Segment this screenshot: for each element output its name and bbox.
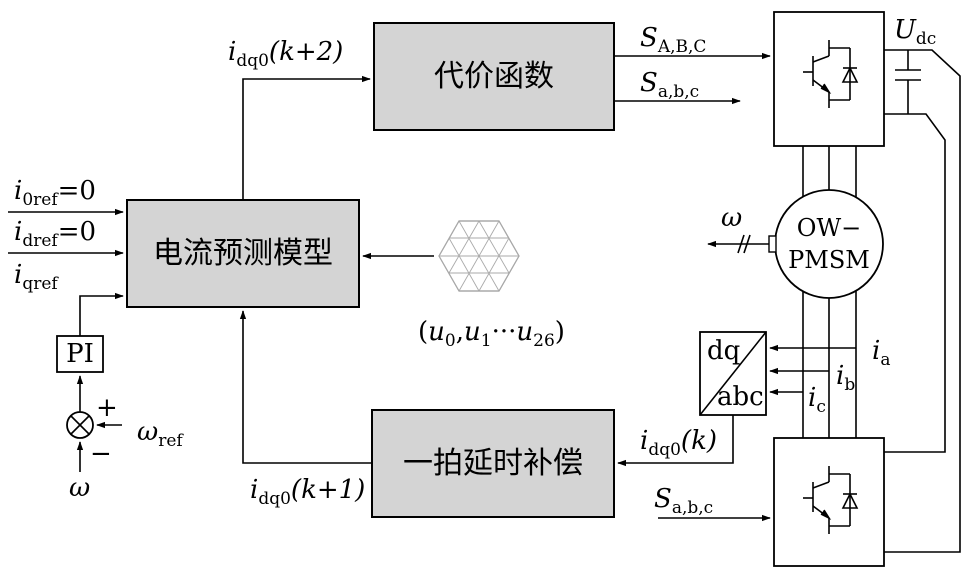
ow-pmsm-motor [774, 189, 884, 299]
label-i0ref: i0ref=0 [14, 176, 96, 210]
plus-sign: + [96, 393, 118, 423]
label-Udc: Udc [894, 15, 936, 49]
motor-shaft [768, 235, 777, 253]
motor-label-line2: PMSM [788, 246, 870, 274]
measurement-tick [737, 234, 745, 254]
summing-junction [66, 411, 94, 439]
measurement-tick [743, 234, 751, 254]
cost-function-label: 代价函数 [434, 59, 554, 94]
top-inverter [773, 11, 885, 147]
label-S-abc-bottom: Sa,b,c [654, 484, 713, 518]
power-stage [768, 11, 961, 567]
label-iqref: iqref [14, 260, 59, 294]
label-idq0-k2: idq0(k+2) [228, 37, 343, 71]
space-vector-hexagon [438, 220, 520, 292]
transform-dq-label: dq [707, 336, 740, 366]
dc-capacitor-icon [884, 49, 921, 115]
cost-function-block [373, 22, 615, 131]
label-idq0-k1: idq0(k+1) [250, 475, 365, 509]
label-idq0-k: idq0(k) [640, 426, 717, 460]
dc-bus-negative [884, 113, 946, 453]
pi-controller-block [56, 335, 104, 373]
wire-transform-to-delay [617, 415, 734, 467]
minus-sign: − [90, 439, 112, 469]
current-prediction-model-label: 电流预测模型 [153, 236, 333, 271]
wire-model-to-cost [242, 75, 371, 200]
delay-compensation-label: 一拍延时补偿 [403, 446, 583, 481]
label-omega-feedback: ω [69, 473, 90, 503]
label-omega-out: ω [721, 203, 742, 233]
delay-compensation-block [371, 409, 615, 518]
transform-diagonal [699, 331, 767, 416]
bottom-inverter [773, 437, 885, 567]
motor-label-line1: OW− [797, 214, 861, 242]
wire-iqref [79, 292, 124, 336]
label-ia: ia [872, 336, 890, 370]
label-voltage-vectors: (u0,u1···u26) [418, 317, 565, 351]
label-idref: idref=0 [14, 217, 96, 251]
label-S-abc-top: Sa,b,c [640, 68, 699, 102]
label-ic: ic [808, 383, 826, 417]
label-omega-ref: ωref [137, 417, 184, 451]
label-ib: ib [836, 361, 855, 395]
transform-abc-label: abc [717, 382, 764, 412]
label-S-ABC: SA,B,C [640, 23, 706, 57]
wire-delay-to-model [239, 310, 372, 464]
dc-bus-positive [884, 49, 961, 553]
current-prediction-model-block [126, 199, 360, 308]
igbt-icon [803, 40, 859, 108]
igbt-icon [803, 466, 859, 534]
pi-controller-label: PI [66, 339, 94, 369]
